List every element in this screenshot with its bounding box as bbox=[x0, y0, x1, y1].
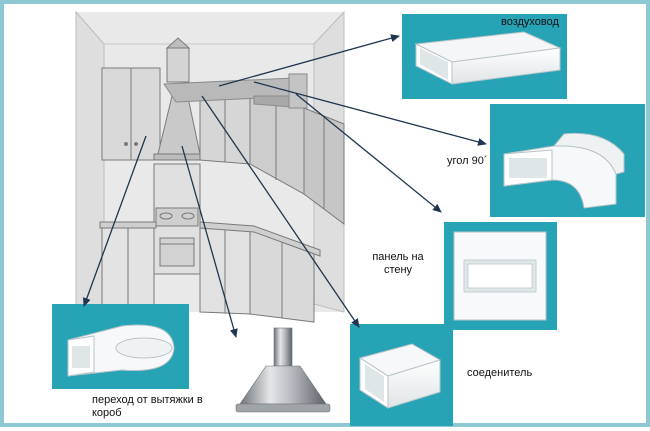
duct-photo bbox=[402, 14, 567, 99]
label-elbow: угол 90´ bbox=[447, 155, 488, 167]
connector-photo bbox=[350, 324, 453, 426]
wall-panel-photo bbox=[444, 222, 557, 330]
label-connector: соеденитель bbox=[467, 367, 533, 379]
cooker-hood-icon bbox=[235, 327, 331, 413]
rectangular-duct-icon bbox=[414, 31, 562, 85]
kitchen-ventilation-diagram bbox=[52, 10, 645, 426]
arrow-to-connector bbox=[201, 95, 360, 328]
label-wall-panel: панель на стену bbox=[372, 251, 424, 276]
adapter-photo bbox=[52, 304, 189, 389]
callout-arrows bbox=[82, 34, 487, 338]
duct-elbow-icon bbox=[503, 132, 625, 209]
arrow-to-wall-panel bbox=[295, 93, 442, 213]
kitchen-sketch bbox=[75, 10, 345, 323]
hood-adapter-icon bbox=[67, 324, 175, 377]
wall-plate-icon bbox=[453, 231, 547, 321]
arrow-to-adapter bbox=[82, 135, 147, 307]
arrow-to-duct bbox=[218, 34, 400, 87]
elbow-photo bbox=[490, 104, 645, 217]
arrow-to-elbow bbox=[253, 81, 487, 146]
duct-connector-icon bbox=[358, 343, 442, 409]
arrow-to-hood bbox=[181, 145, 238, 338]
label-adapter: переход от вытяжки в короб bbox=[92, 394, 203, 419]
label-duct: воздуховод bbox=[501, 16, 559, 28]
